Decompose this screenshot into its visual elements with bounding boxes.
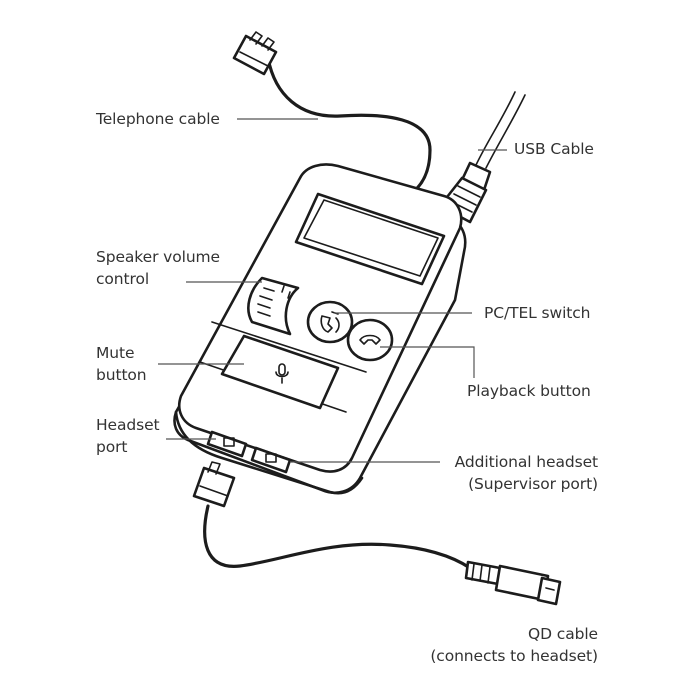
playback-button-label: Playback button	[467, 380, 591, 402]
telephone-cable	[232, 31, 432, 198]
qd-cable-text-line2: (connects to headset)	[430, 647, 598, 665]
microphone-icon	[275, 363, 289, 384]
headset-port-text-line2: port	[96, 438, 128, 456]
speaker-volume-wheel[interactable]	[247, 276, 300, 336]
additional-headset-text-line1: Additional headset	[454, 453, 598, 471]
supervisor-port[interactable]	[250, 446, 292, 474]
qd-cable-text-line1: QD cable	[528, 625, 598, 643]
telephone-cable-label: Telephone cable	[96, 108, 220, 130]
pc-tel-switch-label: PC/TEL switch	[484, 302, 591, 324]
playback-button-text: Playback button	[467, 382, 591, 400]
mute-text-line2: button	[96, 366, 147, 384]
pc-button[interactable]	[306, 300, 354, 344]
headset-port-text-line1: Headset	[96, 416, 160, 434]
qd-cable-label: QD cable (connects to headset)	[430, 623, 598, 667]
additional-headset-label: Additional headset (Supervisor port)	[455, 451, 598, 495]
speaker-volume-text-line1: Speaker volume	[96, 248, 220, 266]
usb-cable-text: USB Cable	[514, 140, 594, 158]
leader-lines	[158, 118, 507, 463]
headset-port[interactable]	[206, 430, 248, 458]
usb-cable-label: USB Cable	[514, 138, 594, 160]
qd-cable	[192, 461, 562, 606]
telephone-cable-text: Telephone cable	[96, 110, 220, 128]
playback-button[interactable]	[346, 318, 394, 362]
headset-port-label: Headset port	[96, 414, 160, 458]
speaker-volume-text-line2: control	[96, 270, 150, 288]
lcd-display	[294, 192, 446, 286]
handset-icon	[335, 317, 340, 333]
pc-tel-switch-text: PC/TEL switch	[484, 304, 591, 322]
mute-button[interactable]	[220, 334, 340, 410]
additional-headset-text-line2: (Supervisor port)	[468, 475, 598, 493]
mute-button-label: Mute button	[96, 342, 147, 386]
mute-text-line1: Mute	[96, 344, 135, 362]
speaker-volume-label: Speaker volume control	[96, 246, 220, 290]
